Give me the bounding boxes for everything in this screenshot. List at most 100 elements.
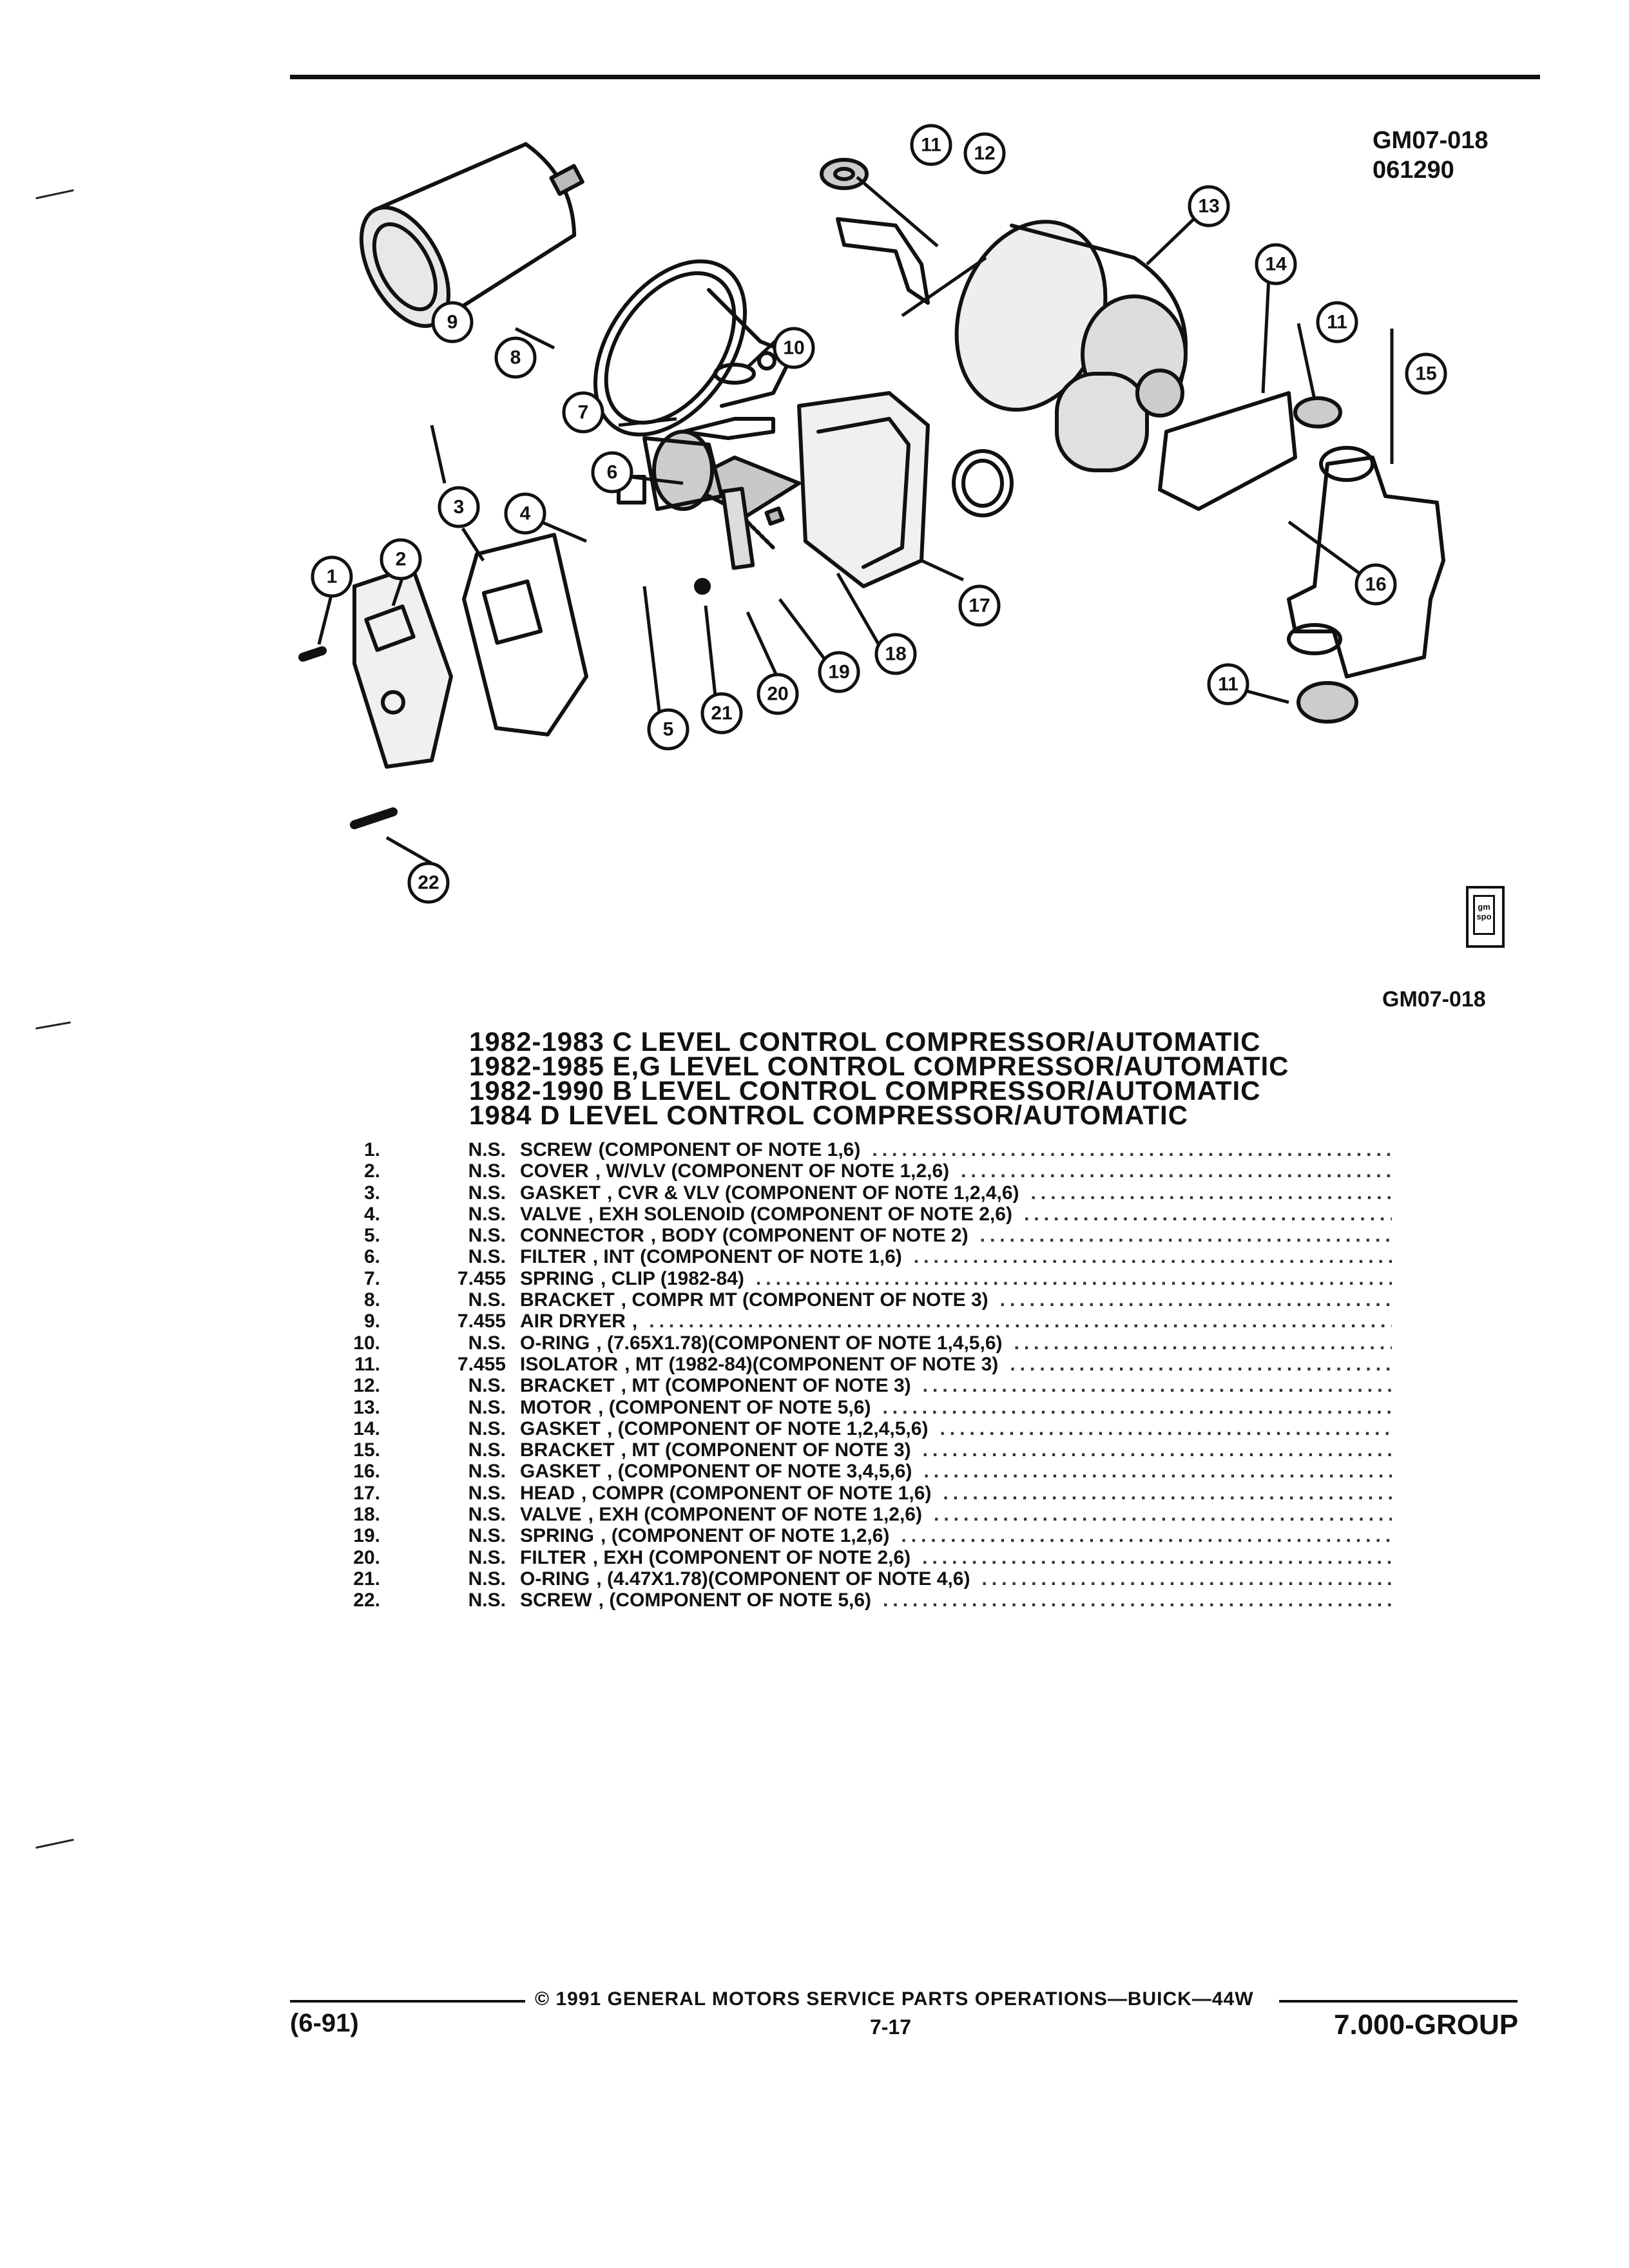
part-name: SPRING (520, 1267, 595, 1289)
part-description: , EXH (COMPONENT OF NOTE 1,2,6) (588, 1504, 922, 1526)
part-code: N.S. (468, 1568, 506, 1590)
part-code: N.S. (468, 1375, 506, 1397)
callout-5: 5 (647, 708, 689, 751)
section-title: 1984 D LEVEL CONTROL COMPRESSOR/AUTOMATI… (469, 1100, 1189, 1130)
part-description: , BODY (COMPONENT OF NOTE 2) (650, 1225, 969, 1247)
callout-11a: 11 (910, 124, 952, 166)
svg-text:11: 11 (1218, 674, 1239, 695)
svg-text:14: 14 (1265, 254, 1287, 275)
part-description: , MT (1982-84)(COMPONENT OF NOTE 3) (624, 1353, 999, 1375)
svg-text:12: 12 (974, 143, 995, 164)
callout-1: 1 (311, 555, 353, 598)
part-code: N.S. (468, 1525, 506, 1547)
dot-leader: ........................................… (981, 1568, 1392, 1590)
part-row: 14.N.S.GASKET, (COMPONENT OF NOTE 1,2,4,… (335, 1418, 1392, 1439)
part-name: VALVE (520, 1203, 582, 1225)
margin-mark (35, 1021, 71, 1030)
part-name: GASKET (520, 1418, 601, 1439)
part-number: 21. (353, 1568, 380, 1590)
part-code: N.S. (468, 1160, 506, 1182)
part-row: 21.N.S.O-RING, (4.47X1.78)(COMPONENT OF … (335, 1568, 1392, 1590)
part-description: , (COMPONENT OF NOTE 1,2,6) (601, 1525, 890, 1547)
part-name: VALVE (520, 1504, 582, 1526)
dot-leader: ........................................… (979, 1225, 1392, 1247)
figure-code-date: 061290 (1373, 157, 1454, 184)
part-code: N.S. (468, 1139, 506, 1160)
part-name: BRACKET (520, 1375, 615, 1397)
part-name: BRACKET (520, 1289, 615, 1311)
part-name: SCREW (520, 1139, 592, 1160)
part-description: , (COMPONENT OF NOTE 5,6) (598, 1590, 872, 1611)
part-code: N.S. (468, 1396, 506, 1418)
part-name: SCREW (520, 1590, 592, 1611)
footer-rule-right (1279, 2000, 1518, 2003)
dot-leader: ........................................… (1010, 1353, 1392, 1375)
part-number: 4. (363, 1203, 380, 1225)
part-code: N.S. (468, 1590, 506, 1611)
part-name: O-RING (520, 1568, 590, 1590)
part-row: 10.N.S.O-RING, (7.65X1.78)(COMPONENT OF … (335, 1332, 1392, 1354)
svg-text:4: 4 (520, 503, 531, 524)
part-code: N.S. (468, 1203, 506, 1225)
part-name: CONNECTOR (520, 1225, 644, 1247)
dot-leader: ........................................… (933, 1504, 1392, 1526)
part-code: N.S. (468, 1439, 506, 1461)
part-row: 15.N.S.BRACKET, MT (COMPONENT OF NOTE 3)… (335, 1439, 1392, 1461)
part-code: N.S. (468, 1418, 506, 1439)
svg-text:19: 19 (828, 662, 849, 683)
part-description: , (COMPONENT OF NOTE 3,4,5,6) (607, 1461, 912, 1483)
callout-8: 8 (494, 336, 537, 379)
callout-4: 4 (504, 492, 546, 535)
part-code: N.S. (468, 1225, 506, 1247)
part-name: SPRING (520, 1525, 595, 1547)
dot-leader: ........................................… (872, 1139, 1392, 1160)
part-code: N.S. (468, 1546, 506, 1568)
part-description: , MT (COMPONENT OF NOTE 3) (621, 1375, 911, 1397)
callout-15: 15 (1405, 352, 1447, 395)
parts-list: 1.N.S.SCREW(COMPONENT OF NOTE 1,6)......… (335, 1139, 1392, 1611)
dot-leader: ........................................… (923, 1461, 1392, 1483)
part-number: 7. (363, 1267, 380, 1289)
dot-leader: ........................................… (1023, 1203, 1392, 1225)
part-name: ISOLATOR (520, 1353, 619, 1375)
page-number: 7-17 (870, 2015, 912, 2039)
figure-code-id: GM07-018 (1373, 127, 1489, 154)
callout-20: 20 (757, 673, 799, 715)
svg-text:1: 1 (327, 566, 338, 588)
svg-text:6: 6 (607, 462, 618, 483)
part-number: 11. (354, 1353, 380, 1375)
part-number: 14. (353, 1418, 380, 1439)
part-number: 10. (353, 1332, 380, 1354)
part-code: 7.455 (457, 1353, 506, 1375)
svg-text:2: 2 (396, 549, 407, 570)
part-row: 16.N.S.GASKET, (COMPONENT OF NOTE 3,4,5,… (335, 1461, 1392, 1482)
callout-13: 13 (1188, 185, 1230, 227)
compressor-head-part (797, 391, 930, 588)
part-name: BRACKET (520, 1439, 615, 1461)
air-dryer-part (359, 142, 584, 328)
dot-leader: ........................................… (901, 1525, 1392, 1547)
part-name: MOTOR (520, 1396, 592, 1418)
svg-text:18: 18 (885, 644, 906, 665)
callout-6: 6 (591, 451, 633, 494)
dot-leader: ........................................… (882, 1396, 1392, 1418)
dot-leader: ........................................… (961, 1160, 1392, 1182)
callout-14: 14 (1255, 243, 1297, 285)
part-code: 7.455 (457, 1267, 506, 1289)
margin-mark (35, 189, 74, 200)
revision-date: (6-91) (290, 2009, 359, 2037)
part-number: 2. (363, 1160, 380, 1182)
part-row: 11. 7.455 ISOLATOR, MT (1982-84)(COMPONENT… (335, 1354, 1392, 1375)
part-number: 12. (353, 1375, 380, 1397)
svg-text:5: 5 (663, 719, 674, 740)
svg-text:11: 11 (1327, 312, 1347, 333)
part-description: , CVR & VLV (COMPONENT OF NOTE 1,2,4,6) (607, 1182, 1019, 1204)
dot-leader: ........................................… (1030, 1182, 1392, 1204)
compressor-bracket-part (593, 259, 795, 437)
callout-11b: 11 (1316, 301, 1358, 343)
part-number: 9. (363, 1311, 380, 1332)
part-code: 7.455 (457, 1311, 506, 1332)
part-name: O-RING (520, 1332, 590, 1354)
callout-12: 12 (963, 132, 1006, 175)
